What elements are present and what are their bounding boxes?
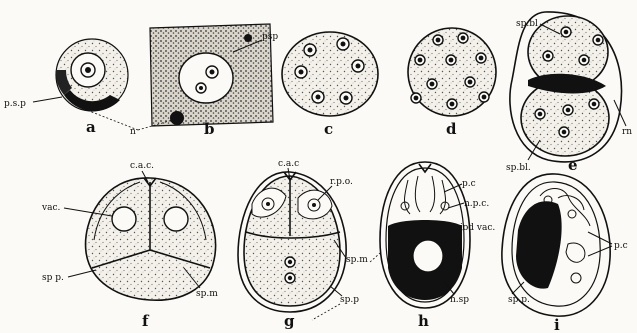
label-f-cac: c.a.c. [130, 161, 154, 171]
label-i-pc: p.c [614, 241, 628, 251]
label-f-spm: sp.m [196, 289, 218, 299]
label-f-vac: vac. [41, 203, 60, 213]
cell-d [408, 28, 496, 116]
label-a-psp: p.s.p [4, 99, 26, 109]
label-n: n [130, 127, 136, 137]
label-f-spp: sp p. [42, 273, 64, 283]
label-h-iodvac: iod vac. [460, 223, 495, 233]
panel-letter-d: d [446, 120, 457, 138]
panel-letter-a: a [86, 118, 96, 136]
label-e-spbl-bottom: sp.bl. [506, 163, 531, 173]
panel-letter-h: h [418, 312, 429, 330]
label-h-pc: p.c [462, 179, 476, 189]
cell-a [56, 39, 128, 111]
panel-letter-c: c [324, 120, 333, 138]
label-g-spp: sp.p [340, 295, 359, 305]
label-e-rn: rn [622, 127, 632, 137]
panel-letter-b: b [204, 120, 215, 138]
cell-b [150, 24, 273, 126]
label-g-cac: c.a.c [278, 159, 299, 169]
label-b-psp: psp [262, 32, 278, 42]
cell-h [380, 162, 470, 308]
panel-letter-i: i [554, 316, 560, 333]
leader-a-psp [33, 97, 62, 102]
cell-c [282, 32, 378, 116]
cell-f [86, 178, 216, 300]
label-i-spp: sp.p. [508, 295, 530, 305]
label-g-spm: sp.m [346, 255, 368, 265]
panel-letter-e: e [568, 156, 578, 174]
cell-e [510, 12, 622, 162]
label-g-rpo: r.p.o. [330, 177, 353, 187]
label-h-nsp: n.sp [450, 295, 469, 305]
leader-f-spp [68, 270, 96, 277]
cell-g [238, 172, 346, 312]
panel-letter-f: f [142, 312, 150, 330]
label-h-npc: n.p.c. [464, 199, 489, 209]
label-e-spbl-top: sp.bl [516, 19, 538, 29]
panel-letter-g: g [284, 312, 295, 330]
